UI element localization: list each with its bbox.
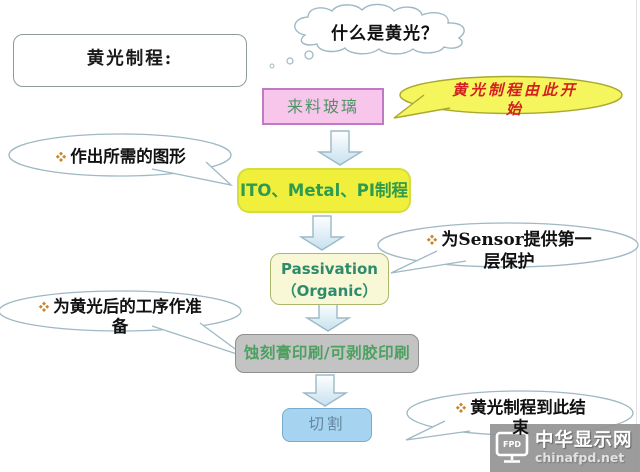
thought-trail-dot-3	[269, 63, 275, 69]
prepare-callout-text: 为黄光后的工序作准 备	[8, 297, 232, 337]
prepare-callout-line1-label: 为黄光后的工序作准	[53, 297, 202, 316]
step-passivation-line2: （Organic）	[281, 282, 378, 300]
thought-cloud-shape	[294, 3, 465, 55]
flow-arrow-2	[298, 215, 346, 251]
step-passivation-line1: Passivation	[281, 260, 378, 278]
fpd-icon-label: FPD	[503, 440, 521, 449]
pattern-callout-tail	[151, 161, 234, 187]
diamond-bullet-icon	[427, 234, 438, 245]
start-callout-line1: 黄光制程由此开	[451, 81, 578, 99]
step-ito-metal-pi: ITO、Metal、PI制程	[237, 168, 411, 213]
diamond-bullet-icon	[456, 402, 467, 413]
prepare-callout-line1: 为黄光后的工序作准	[8, 297, 232, 317]
end-callout-line2: 束	[512, 418, 529, 437]
pattern-callout-label: 作出所需的图形	[70, 147, 186, 166]
watermark-text: 中华显示网 chinafpd.net	[535, 429, 633, 465]
sensor-callout-tail	[390, 250, 467, 274]
flow-arrow-1	[316, 130, 364, 166]
pattern-callout-text: 作出所需的图形	[18, 143, 223, 167]
step-cutting: 切割	[282, 408, 372, 442]
end-callout-tail	[405, 420, 471, 441]
start-callout-text: 黄光制程由此开 始	[430, 81, 600, 119]
title-box: 黄光制程:	[13, 34, 247, 87]
sensor-callout-text: 为Sensor提供第一 层保护	[390, 229, 628, 273]
start-callout-bubble	[399, 75, 623, 115]
pattern-callout-bubble	[8, 133, 232, 177]
sensor-callout-line1: 为Sensor提供第一	[390, 229, 628, 251]
step-etch-print: 蚀刻膏印刷/可剥胶印刷	[235, 334, 419, 373]
watermark: FPD 中华显示网 chinafpd.net	[490, 424, 640, 472]
watermark-site-name: 中华显示网	[535, 429, 633, 451]
step-etch-print-label: 蚀刻膏印刷/可剥胶印刷	[243, 344, 411, 362]
end-callout-text: 黄光制程到此结 束	[428, 398, 613, 438]
diamond-bullet-icon	[39, 301, 50, 312]
step-passivation: Passivation （Organic）	[270, 253, 389, 305]
title-label: 黄光制程:	[86, 49, 174, 69]
end-callout-line1: 黄光制程到此结	[428, 398, 613, 418]
flow-arrow-4	[301, 374, 349, 407]
step-incoming-glass: 来料玻璃	[262, 88, 384, 125]
end-callout-line1-label: 黄光制程到此结	[470, 398, 586, 417]
start-callout-tail	[393, 94, 451, 119]
start-callout-line2: 始	[505, 100, 524, 118]
cloud-question-text: 什么是黄光？	[331, 24, 439, 44]
page-edge-line	[636, 0, 637, 472]
prepare-callout-bubble	[0, 290, 242, 332]
step-cutting-label: 切割	[308, 415, 346, 433]
flow-arrow-3	[304, 301, 352, 332]
thought-trail-dot-1	[304, 50, 314, 60]
thought-trail-dot-2	[286, 57, 294, 65]
sensor-callout-line2: 层保护	[483, 252, 535, 272]
step-incoming-glass-label: 来料玻璃	[286, 97, 359, 116]
diamond-bullet-icon	[56, 151, 67, 162]
fpd-monitor-icon: FPD	[495, 431, 529, 463]
watermark-site-url: chinafpd.net	[535, 450, 625, 465]
step-ito-metal-pi-label: ITO、Metal、PI制程	[240, 181, 408, 200]
sensor-callout-line1-label: 为Sensor提供第一	[441, 230, 592, 250]
prepare-callout-line2: 备	[111, 317, 129, 336]
